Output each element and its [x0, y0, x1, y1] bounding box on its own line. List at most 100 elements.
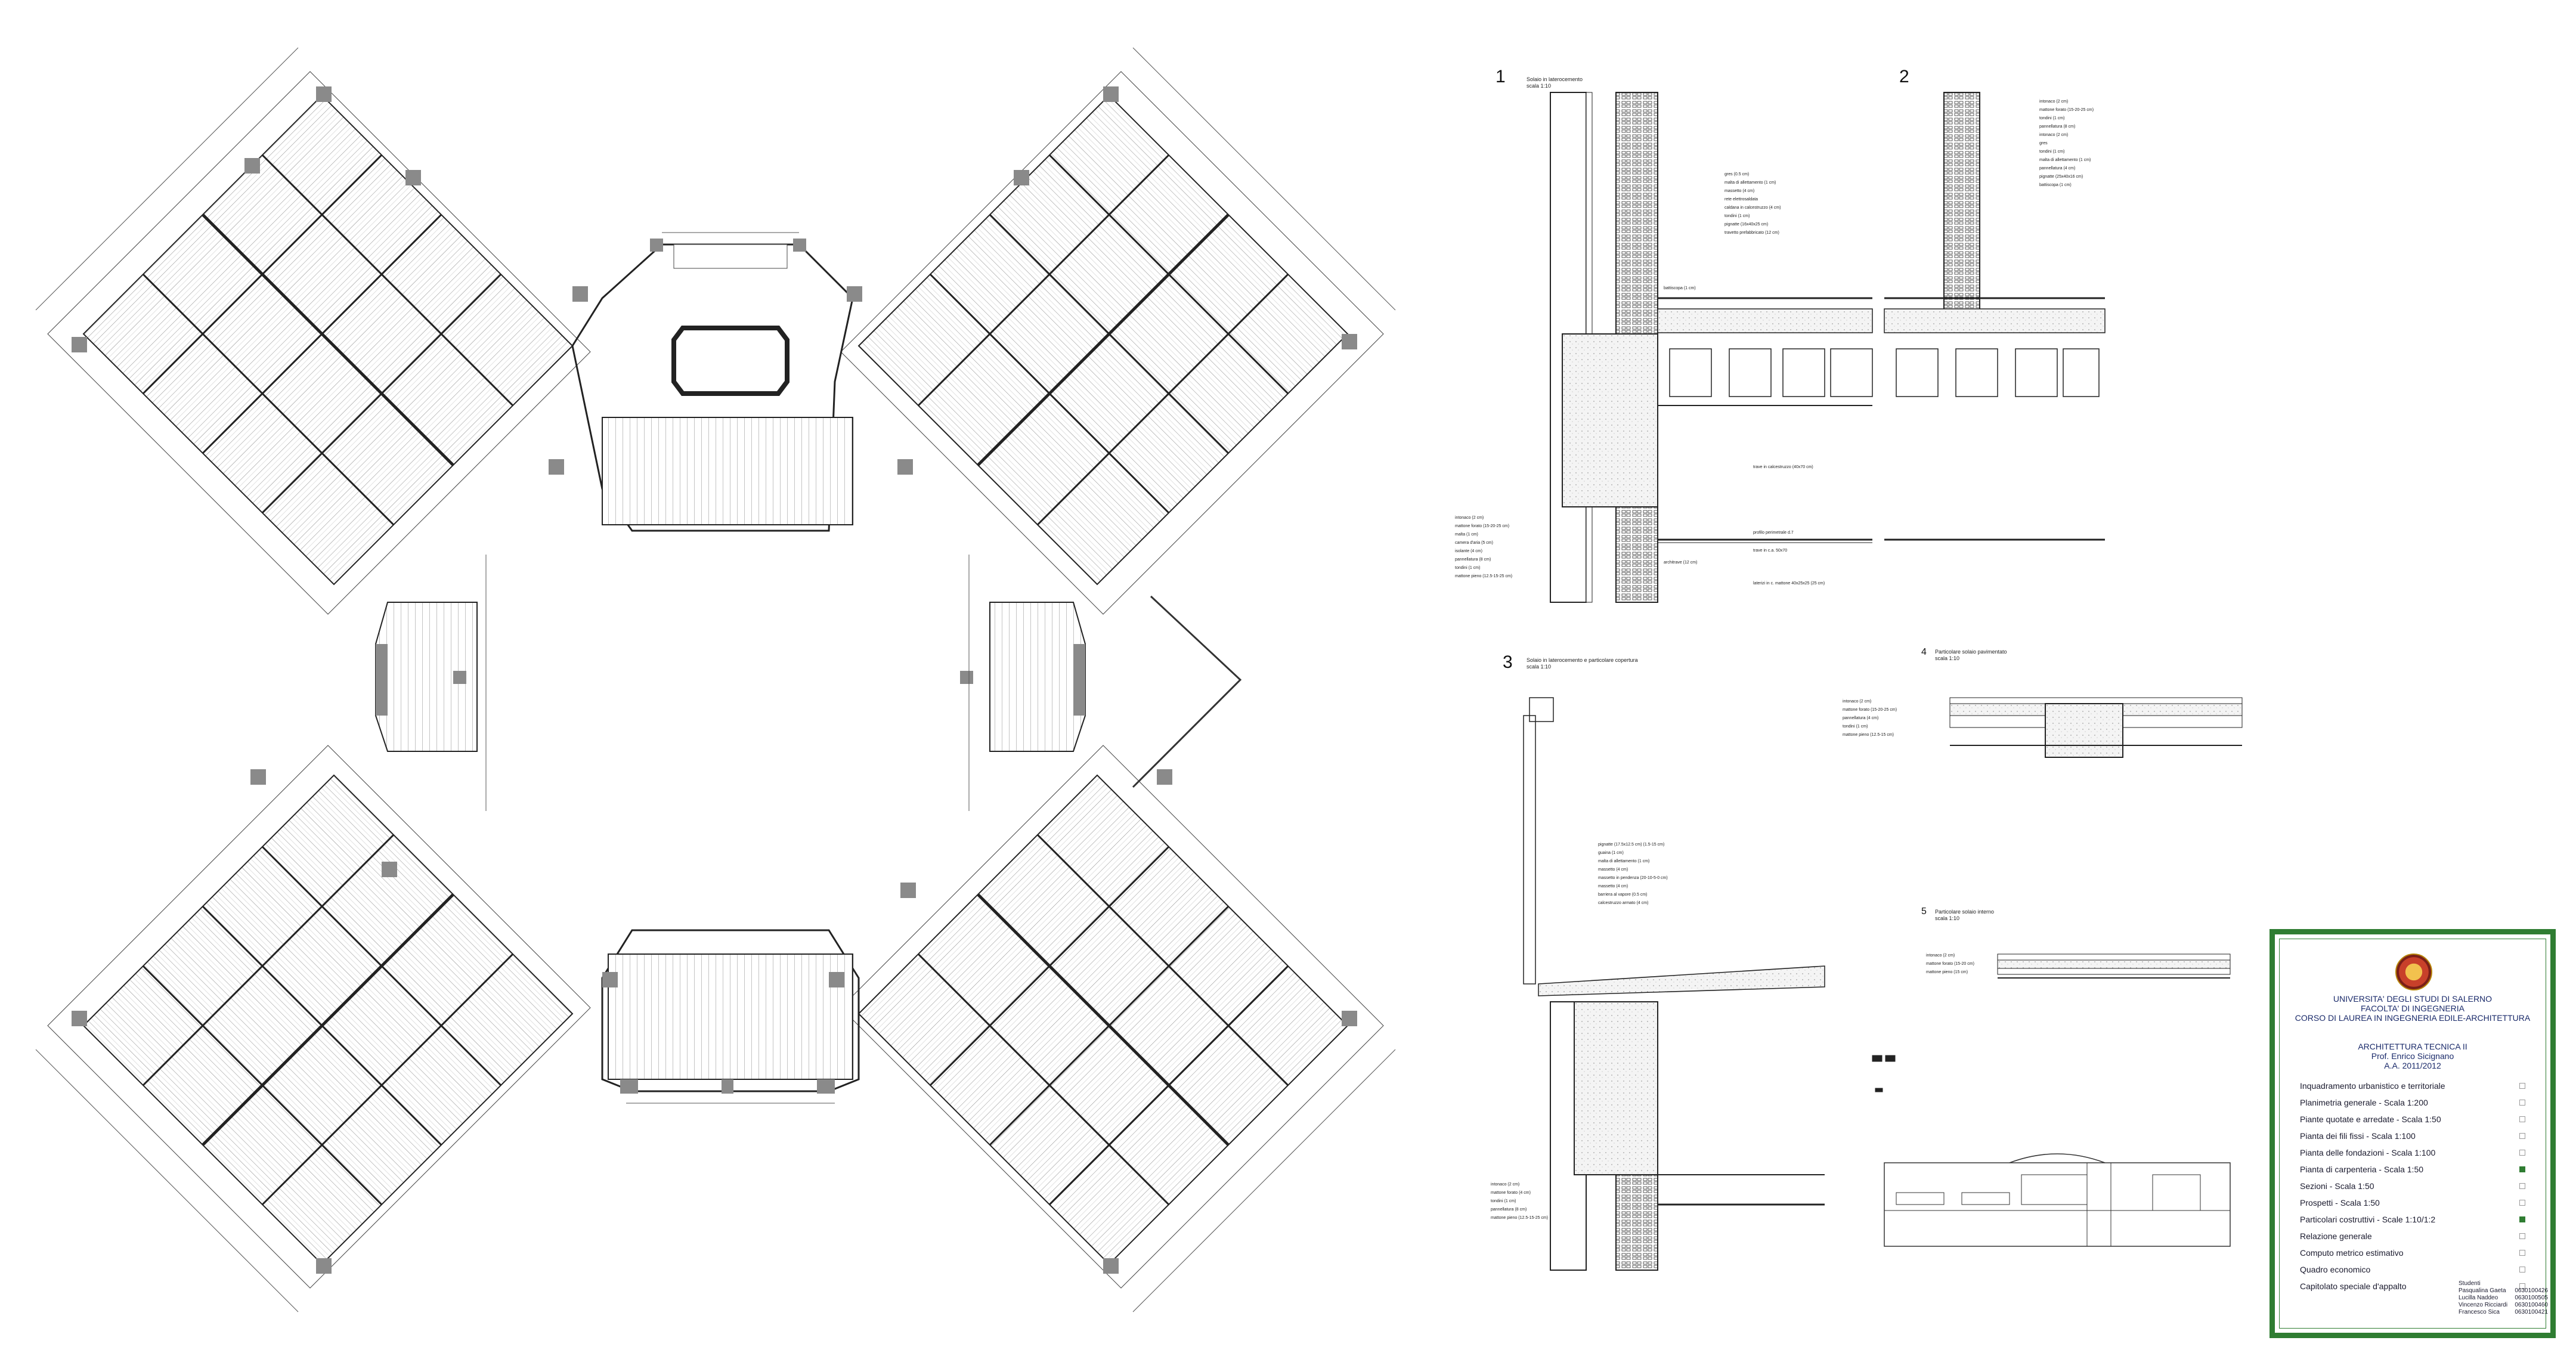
student-id: 0630100460: [2515, 1302, 2548, 1308]
detail-title-3: Solaio in laterocemento e particolare co…: [1527, 657, 1638, 670]
student-name: Vincenzo Ricciardi: [2459, 1302, 2508, 1308]
callout: tondini (1 cm): [1843, 725, 1868, 729]
student-name: Lucilla Naddeo: [2459, 1295, 2498, 1301]
sheet-index-item: Inquadramento urbanistico e territoriale: [2300, 1078, 2525, 1094]
elevation-key: [1884, 1153, 2231, 1247]
empty-box-icon: [2519, 1267, 2525, 1273]
title-block-inner: UNIVERSITA' DEGLI STUDI DI SALERNO FACOL…: [2279, 939, 2548, 1329]
callout: battiscopa (1 cm): [2039, 183, 2072, 187]
floor-plan: [35, 47, 1396, 1312]
small-section-marks: [1872, 1055, 1896, 1092]
detail-5: [1997, 953, 2231, 979]
sheet-index-label: Pianta dei fili fissi - Scala 1:100: [2300, 1131, 2416, 1141]
sheet-index-item: Computo metrico estimativo: [2300, 1244, 2525, 1261]
sheet-index-item: Planimetria generale - Scala 1:200: [2300, 1094, 2525, 1111]
empty-box-icon: [2519, 1250, 2525, 1256]
detail-number-4: 4: [1921, 647, 1927, 657]
callout: architrave (12 cm): [1664, 561, 1698, 565]
detail-number-2: 2: [1899, 67, 1909, 86]
connector-north: [571, 239, 854, 532]
empty-box-icon: [2519, 1100, 2525, 1106]
columns: [72, 86, 1357, 1274]
callout: mattone pieno (12.5-15-25 cm): [1455, 574, 1513, 578]
detail-number-3: 3: [1503, 652, 1513, 672]
sheet-index-item: Piante quotate e arredate - Scala 1:50: [2300, 1111, 2525, 1128]
empty-box-icon: [2519, 1133, 2525, 1139]
student-id: 0630100426: [2515, 1287, 2548, 1294]
callout: caldana in calcestruzzo (4 cm): [1724, 206, 1781, 210]
callout: malta di allettamento (1 cm): [1598, 859, 1650, 863]
callout: gres: [2039, 141, 2048, 145]
callout: tondini (1 cm): [1724, 214, 1750, 218]
callout: pannellatura (4 cm): [2039, 166, 2076, 171]
sheet-index-label: Prospetti - Scala 1:50: [2300, 1198, 2380, 1208]
callout: rete elettrosaldata: [1724, 197, 1758, 202]
student-id: 0630100505: [2515, 1295, 2548, 1301]
callout: pignatte (16x40x25 cm): [1724, 222, 1769, 227]
callout: gres (0.5 cm): [1724, 172, 1750, 177]
callout: intonaco (2 cm): [2039, 133, 2069, 137]
callout: battiscopa (1 cm): [1664, 286, 1696, 290]
sheet-index-label: Particolari costruttivi - Scale 1:10/1:2: [2300, 1215, 2436, 1224]
callout: massetto (4 cm): [1724, 189, 1755, 193]
callout: profilo perimetrale d.7: [1753, 531, 1794, 535]
sheet-index-item: Particolari costruttivi - Scale 1:10/1:2: [2300, 1211, 2525, 1228]
sheet-index-item: Prospetti - Scala 1:50: [2300, 1194, 2525, 1211]
callout: pignatte (17.5x12.5 cm) (1.5-15 cm): [1598, 843, 1665, 847]
callout: intonaco (2 cm): [1455, 516, 1484, 520]
student-id: 0630100421: [2515, 1309, 2548, 1315]
student-row: Pasqualina Gaeta 0630100426: [2459, 1287, 2548, 1295]
connector-south: [601, 929, 860, 1094]
detail-title-4: Particolare solaio pavimentato scala 1:1…: [1935, 649, 2007, 661]
sheet-index-label: Pianta delle fondazioni - Scala 1:100: [2300, 1148, 2436, 1157]
course-info: ARCHITETTURA TECNICA II Prof. Enrico Sic…: [2280, 1042, 2546, 1070]
callout: tondini (1 cm): [1491, 1199, 1516, 1203]
sheet-index-label: Inquadramento urbanistico e territoriale: [2300, 1081, 2445, 1091]
university-seal-icon: [2395, 953, 2432, 990]
callout: pannellatura (8 cm): [2039, 125, 2076, 129]
sheet-index-item: Pianta delle fondazioni - Scala 1:100: [2300, 1144, 2525, 1161]
wing-northwest: [47, 71, 591, 615]
callout: massetto (4 cm): [1598, 884, 1628, 888]
faculty-name: FACOLTA' DI INGEGNERIA: [2360, 1004, 2465, 1013]
detail-2: [1884, 92, 2106, 541]
sheet-index-label: Piante quotate e arredate - Scala 1:50: [2300, 1114, 2441, 1124]
students-label: Studenti: [2459, 1280, 2481, 1287]
callout: mattone forato (15-20-25 cm): [1843, 708, 1897, 712]
detail2-callouts: intonaco (2 cm) mattone forato (15-20-25…: [2039, 98, 2094, 190]
callout: pannellatura (4 cm): [1843, 716, 1879, 720]
sheet-index-label: Capitolato speciale d'appalto: [2300, 1281, 2407, 1291]
detail-number-5: 5: [1921, 906, 1927, 917]
detail-title-5: Particolare solaio interno scala 1:10: [1935, 909, 1995, 921]
detail-title-1: Solaio in laterocemento scala 1:10: [1527, 76, 1583, 89]
student-row: Lucilla Naddeo 0630100505: [2459, 1295, 2548, 1302]
academic-year: A.A. 2011/2012: [2384, 1061, 2441, 1070]
checked-box-icon: [2519, 1216, 2525, 1222]
callout: malta di allettamento (1 cm): [1724, 181, 1776, 185]
connector-west: [375, 602, 478, 752]
sheet-index-label: Planimetria generale - Scala 1:200: [2300, 1098, 2428, 1107]
central-courtyard: [495, 572, 960, 787]
callout: intonaco (2 cm): [2039, 100, 2069, 104]
student-name: Pasqualina Gaeta: [2459, 1287, 2506, 1294]
degree-course: CORSO DI LAUREA IN INGEGNERIA EDILE-ARCH…: [2295, 1013, 2531, 1023]
callout: mattone forato (15-20-25 cm): [1455, 524, 1510, 528]
university-name: UNIVERSITA' DEGLI STUDI DI SALERNO: [2333, 994, 2493, 1004]
detail5-callouts: intonaco (2 cm) mattone forato (15-20 cm…: [1926, 952, 1974, 977]
callout: pignatte (25x40x16 cm): [2039, 175, 2083, 179]
ramp: [1132, 595, 1242, 788]
sheet-index-label: Quadro economico: [2300, 1265, 2371, 1274]
sheet-index-label: Computo metrico estimativo: [2300, 1248, 2404, 1258]
callout: mattone forato (15-20-25 cm): [2039, 108, 2094, 112]
sheet-index-item: Pianta di carpenteria - Scala 1:50: [2300, 1161, 2525, 1178]
detail1-right-callouts: gres (0.5 cm) malta di allettamento (1 c…: [1724, 171, 1781, 237]
detail-1: [1550, 92, 1873, 603]
sheet-index-item: Sezioni - Scala 1:50: [2300, 1178, 2525, 1194]
empty-box-icon: [2519, 1116, 2525, 1122]
university-header: UNIVERSITA' DEGLI STUDI DI SALERNO FACOL…: [2280, 994, 2546, 1023]
callout: laterizi in c. mattone 40x25x25 (25 cm): [1753, 581, 1825, 586]
